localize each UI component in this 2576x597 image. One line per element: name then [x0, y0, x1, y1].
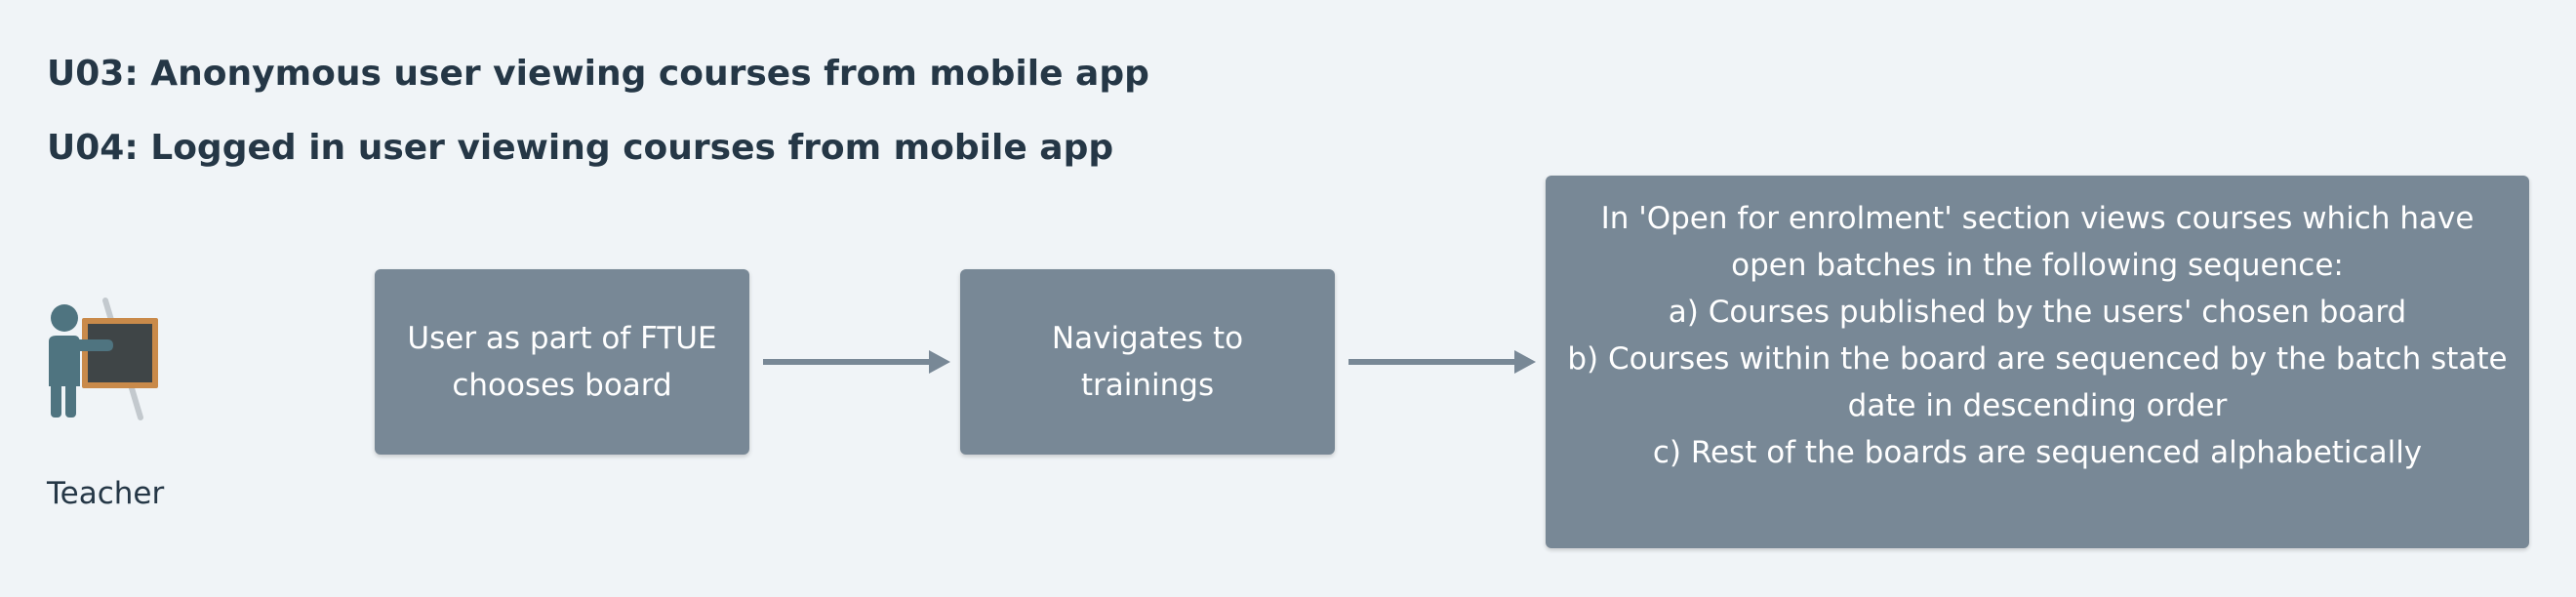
arrow-1: [763, 350, 950, 374]
heading-u04: U04: Logged in user viewing courses from…: [47, 128, 1114, 168]
step-view-courses-text: In 'Open for enrolment' section views co…: [1567, 201, 2508, 470]
actor-label: Teacher: [47, 476, 165, 511]
step-choose-board-text: User as part of FTUE chooses board: [407, 321, 717, 403]
arrow-2: [1348, 350, 1536, 374]
step-view-courses: In 'Open for enrolment' section views co…: [1546, 176, 2529, 548]
step-navigate-trainings-text: Navigates to trainings: [1051, 321, 1244, 403]
teacher-icon: [49, 298, 158, 420]
heading-u03: U03: Anonymous user viewing courses from…: [47, 54, 1149, 94]
actor-teacher: [39, 293, 176, 425]
step-choose-board: User as part of FTUE chooses board: [375, 269, 749, 455]
step-navigate-trainings: Navigates to trainings: [960, 269, 1335, 455]
